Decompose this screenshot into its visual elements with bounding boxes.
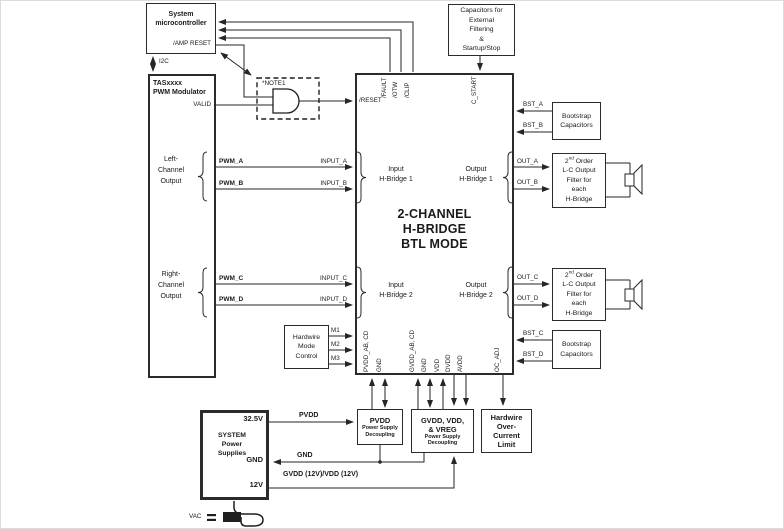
overcurrent-limit-label: Hardwire Over- Current Limit	[490, 413, 523, 449]
amp-reset-pin-label: /AMP RESET	[172, 40, 211, 47]
supply-gnd-label: GND	[246, 455, 263, 464]
pwm-c-label: PWM_C	[219, 275, 244, 282]
input-d-label: INPUT_D	[320, 296, 347, 303]
bootstrap-capacitors-box-1: Bootstrap Capacitors	[552, 102, 601, 140]
otw-pin-label: /OTW	[392, 81, 399, 98]
m3-label: M3	[331, 355, 340, 362]
gnd-pin-label-1: GND	[376, 358, 383, 372]
bootstrap-capacitors-label-2: Bootstrap Capacitors	[560, 341, 593, 358]
speaker-2	[606, 278, 643, 311]
vac-label: VAC	[189, 513, 202, 520]
input-hbridge2-label: Input H-Bridge 2	[379, 282, 413, 299]
pwm-modulator-title: TASxxxx PWM Modulator	[153, 80, 206, 96]
bst-c-label: BST_C	[523, 330, 544, 337]
hardwire-mode-control-label: Hardwire Mode Control	[292, 333, 321, 360]
gvdd-decoupling-sub: Power Supply Decoupling	[424, 433, 461, 447]
out-a-label: OUT_A	[517, 158, 538, 165]
pwm-b-label: PWM_B	[219, 180, 244, 187]
pvdd-rail-label: PVDD	[299, 412, 319, 419]
dvdd-pin-label: DVDD	[445, 354, 452, 372]
hbridge-main-block	[355, 73, 514, 375]
grouping-braces	[197, 151, 513, 319]
note1-dashed-box	[256, 77, 320, 120]
speaker-1	[606, 162, 643, 198]
m2-label: M2	[331, 341, 340, 348]
output-hbridge2-label: Output H-Bridge 2	[459, 282, 493, 299]
avdd-pin-label: AVDD	[457, 355, 464, 372]
pvdd-decoupling-box: PVDD Power Supply Decoupling	[357, 409, 403, 445]
speaker-cone-icon	[633, 163, 643, 196]
oc-adj-pin-label: OC_ADJ	[494, 347, 501, 372]
out-b-label: OUT_B	[517, 179, 538, 186]
reset-pin-label: /RESET	[359, 97, 382, 104]
output-hbridge1-label: Output H-Bridge 1	[459, 166, 493, 183]
main-block-title: 2-CHANNEL H-BRIDGE BTL MODE	[397, 207, 472, 251]
system-microcontroller-title: System microcontroller	[155, 11, 207, 27]
input-c-label: INPUT_C	[320, 275, 347, 282]
right-channel-output-label: Right- Channel Output	[157, 271, 185, 300]
gnd-rail-label: GND	[297, 452, 313, 459]
brace-right-channel	[197, 267, 208, 318]
hardwire-mode-control-box: Hardwire Mode Control	[284, 325, 329, 369]
clip-pin-label: /CLIP	[404, 82, 411, 98]
pwm-modulator-box	[148, 74, 216, 378]
supply-32v5-label: 32.5V	[243, 414, 263, 423]
valid-pin-label: VALID	[193, 101, 211, 108]
bst-a-label: BST_A	[523, 101, 543, 108]
note1-label: *NOTE1	[262, 80, 286, 87]
speaker-cone-icon	[633, 278, 643, 311]
out-c-label: OUT_C	[517, 274, 539, 281]
gnd-pin-label-2: GND	[421, 358, 428, 372]
bootstrap-capacitors-box-2: Bootstrap Capacitors	[552, 330, 601, 369]
gvdd-decoupling-title: GVDD, VDD, & VREG	[420, 415, 465, 434]
system-power-supplies-title: SYSTEM Power Supplies	[217, 432, 247, 457]
system-microcontroller-box	[146, 3, 216, 54]
signal-wires	[150, 19, 552, 489]
speaker-driver-icon	[624, 173, 635, 187]
gvdd-decoupling-box: GVDD, VDD, & VREG Power Supply Decouplin…	[411, 409, 474, 453]
input-a-label: INPUT_A	[320, 158, 347, 165]
overcurrent-limit-box: Hardwire Over- Current Limit	[481, 409, 532, 453]
speaker-driver-icon	[624, 288, 635, 302]
bst-d-label: BST_D	[523, 351, 544, 358]
m1-label: M1	[331, 327, 340, 334]
gnd-junction-dot	[378, 460, 382, 464]
brace-output-hbridge2	[502, 266, 513, 319]
left-channel-output-label: Left- Channel Output	[157, 156, 185, 185]
external-filtering-capacitors-box: Capacitors for External Filtering & Star…	[448, 4, 515, 56]
gvdd-vdd-rail-label: GVDD (12V)/VDD (12V)	[283, 471, 359, 478]
input-hbridge1-label: Input H-Bridge 1	[379, 166, 413, 183]
bst-b-label: BST_B	[523, 122, 543, 129]
brace-input-hbridge2	[356, 266, 367, 319]
c-start-pin-label: C_START	[471, 76, 478, 104]
pwm-a-label: PWM_A	[219, 158, 244, 165]
pwm-d-label: PWM_D	[219, 296, 244, 303]
brace-output-hbridge1	[502, 151, 513, 204]
vac-plug-icon	[207, 501, 264, 527]
brace-input-hbridge1	[356, 151, 367, 204]
i2c-label: I2C	[159, 58, 169, 65]
and-gate-icon	[272, 88, 300, 114]
external-filtering-capacitors-label: Capacitors for External Filtering & Star…	[460, 7, 503, 53]
out-d-label: OUT_D	[517, 295, 539, 302]
input-b-label: INPUT_B	[320, 180, 347, 187]
system-power-supplies-box	[200, 410, 269, 500]
brace-left-channel	[197, 151, 208, 202]
pvdd-ab-cd-pin-label: PVDD_AB, CD	[363, 330, 370, 372]
bootstrap-capacitors-label-1: Bootstrap Capacitors	[560, 112, 593, 130]
fault-pin-label: /FAULT	[381, 77, 388, 98]
pvdd-decoupling-sub: Power Supply Decoupling	[362, 425, 398, 438]
gvdd-ab-cd-pin-label: GVDD_AB, CD	[409, 330, 416, 372]
pvdd-decoupling-title: PVDD	[369, 416, 391, 425]
vdd-pin-label: VDD	[434, 358, 441, 372]
supply-12v-label: 12V	[249, 480, 263, 489]
